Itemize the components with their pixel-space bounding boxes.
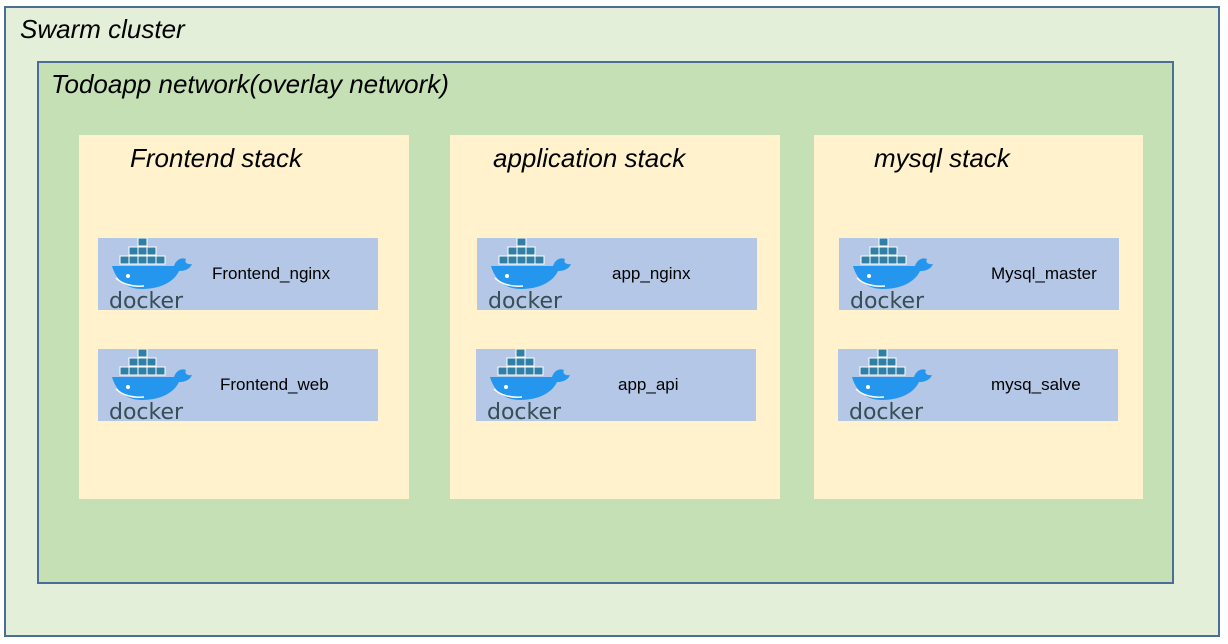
docker-whale-icon (108, 349, 194, 421)
service-app-api: app_api (476, 349, 756, 421)
cluster-title: Swarm cluster (20, 14, 185, 44)
docker-whale-icon (849, 238, 935, 310)
service-label: app_nginx (612, 264, 691, 283)
stack-application: application stack (450, 135, 780, 499)
service-label: Mysql_master (991, 264, 1097, 283)
service-frontend-web: Frontend_web (98, 349, 378, 421)
stack-mysql: mysql stack (814, 135, 1143, 499)
docker-whale-icon (487, 238, 573, 310)
stack-title: application stack (493, 143, 686, 173)
stack-frontend: Frontend stack (79, 135, 409, 499)
stack-title: mysql stack (874, 143, 1010, 173)
service-app-nginx: app_nginx (477, 238, 757, 310)
service-label: mysq_salve (991, 375, 1081, 394)
docker-whale-icon (108, 238, 194, 310)
service-frontend-nginx: Frontend_nginx (98, 238, 378, 310)
stack-title: Frontend stack (130, 143, 302, 173)
docker-whale-icon (848, 349, 934, 421)
service-label: app_api (618, 375, 679, 394)
network-title: Todoapp network(overlay network) (51, 69, 449, 99)
service-label: Frontend_nginx (212, 264, 331, 283)
service-mysql-master: Mysql_master (839, 238, 1119, 310)
docker-whale-icon (486, 349, 572, 421)
service-label: Frontend_web (220, 375, 329, 394)
service-mysql-slave: mysq_salve (838, 349, 1118, 421)
